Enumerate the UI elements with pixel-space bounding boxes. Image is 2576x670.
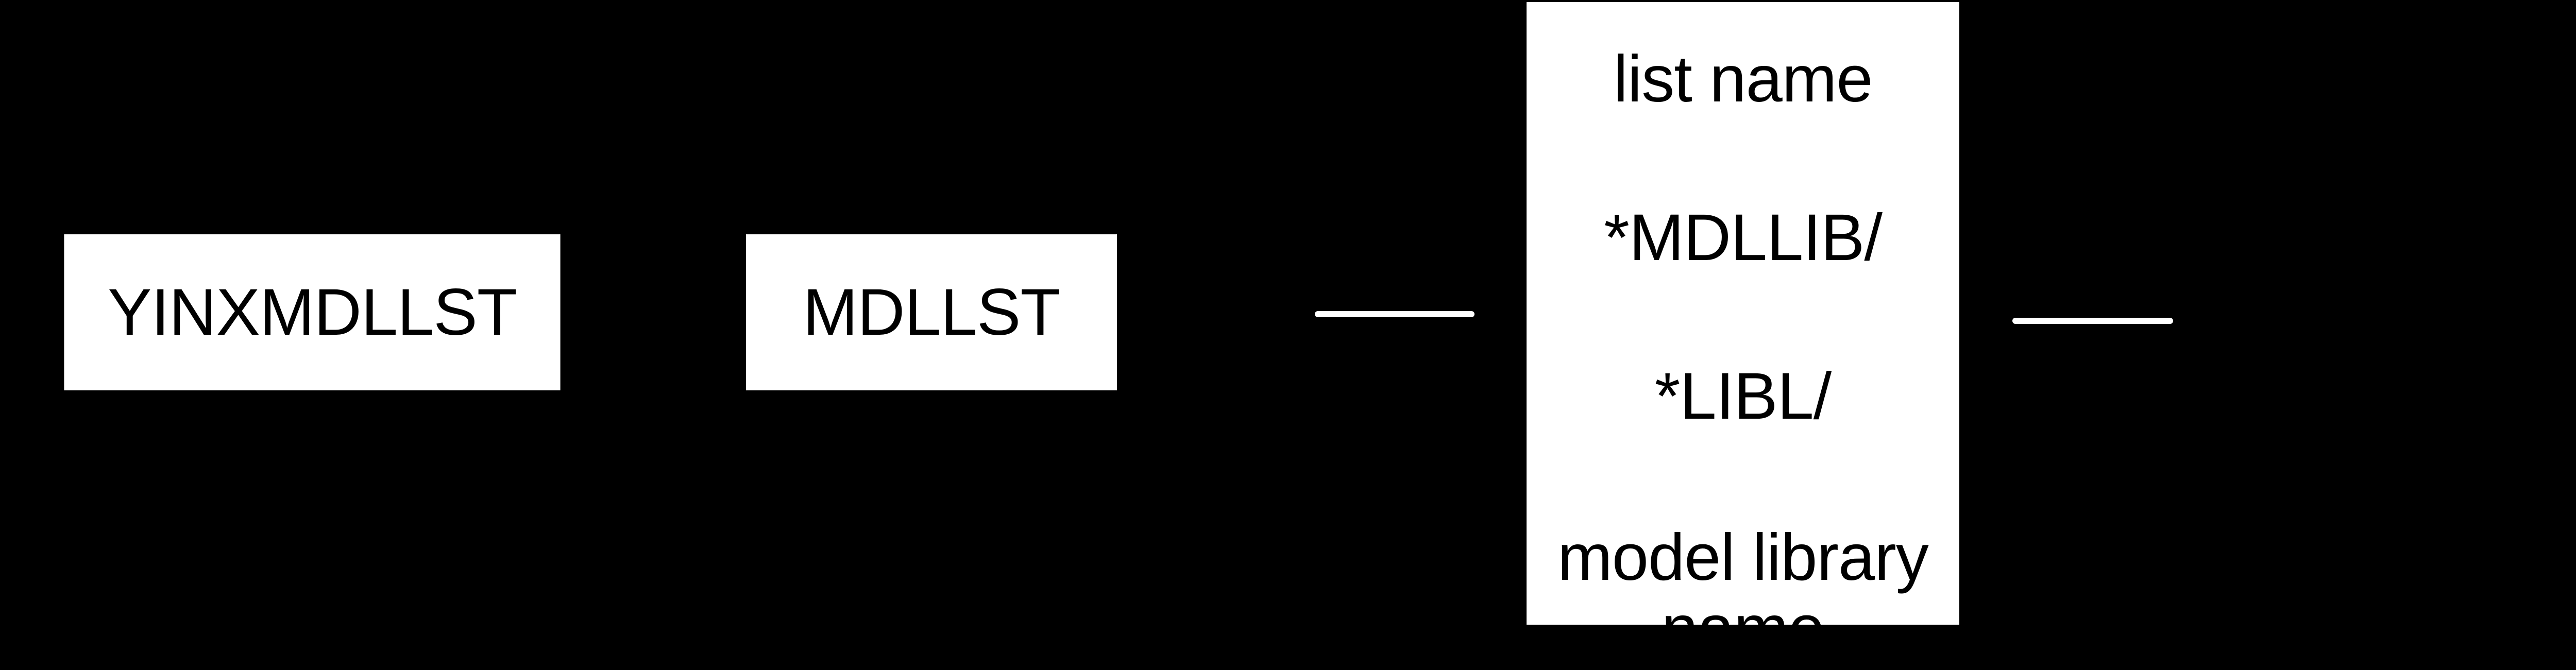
parameter-values-node: list name *MDLLIB/ *LIBL/ model library … — [1527, 2, 1959, 625]
parameter-value-option-3: *LIBL/ — [1654, 359, 1832, 433]
parameter-to-values-connector-line — [1315, 311, 1475, 317]
parameter-keyword-node-inner: MDLLST — [746, 234, 1117, 390]
command-name-node-inner: YINXMDLLST — [64, 234, 560, 390]
values-continuation-connector-line — [2012, 318, 2173, 324]
command-name-node: YINXMDLLST — [64, 234, 561, 390]
parameter-keyword-node: MDLLST — [746, 234, 1117, 390]
parameter-value-option-1: list name — [1613, 42, 1873, 116]
parameter-value-option-2: *MDLLIB/ — [1604, 201, 1883, 274]
command-name-label: YINXMDLLST — [108, 275, 517, 349]
parameter-value-option-4: model library name — [1557, 521, 1929, 625]
parameter-values-node-inner: list name *MDLLIB/ *LIBL/ model library … — [1527, 2, 1959, 625]
parameter-keyword-label: MDLLST — [803, 275, 1061, 349]
